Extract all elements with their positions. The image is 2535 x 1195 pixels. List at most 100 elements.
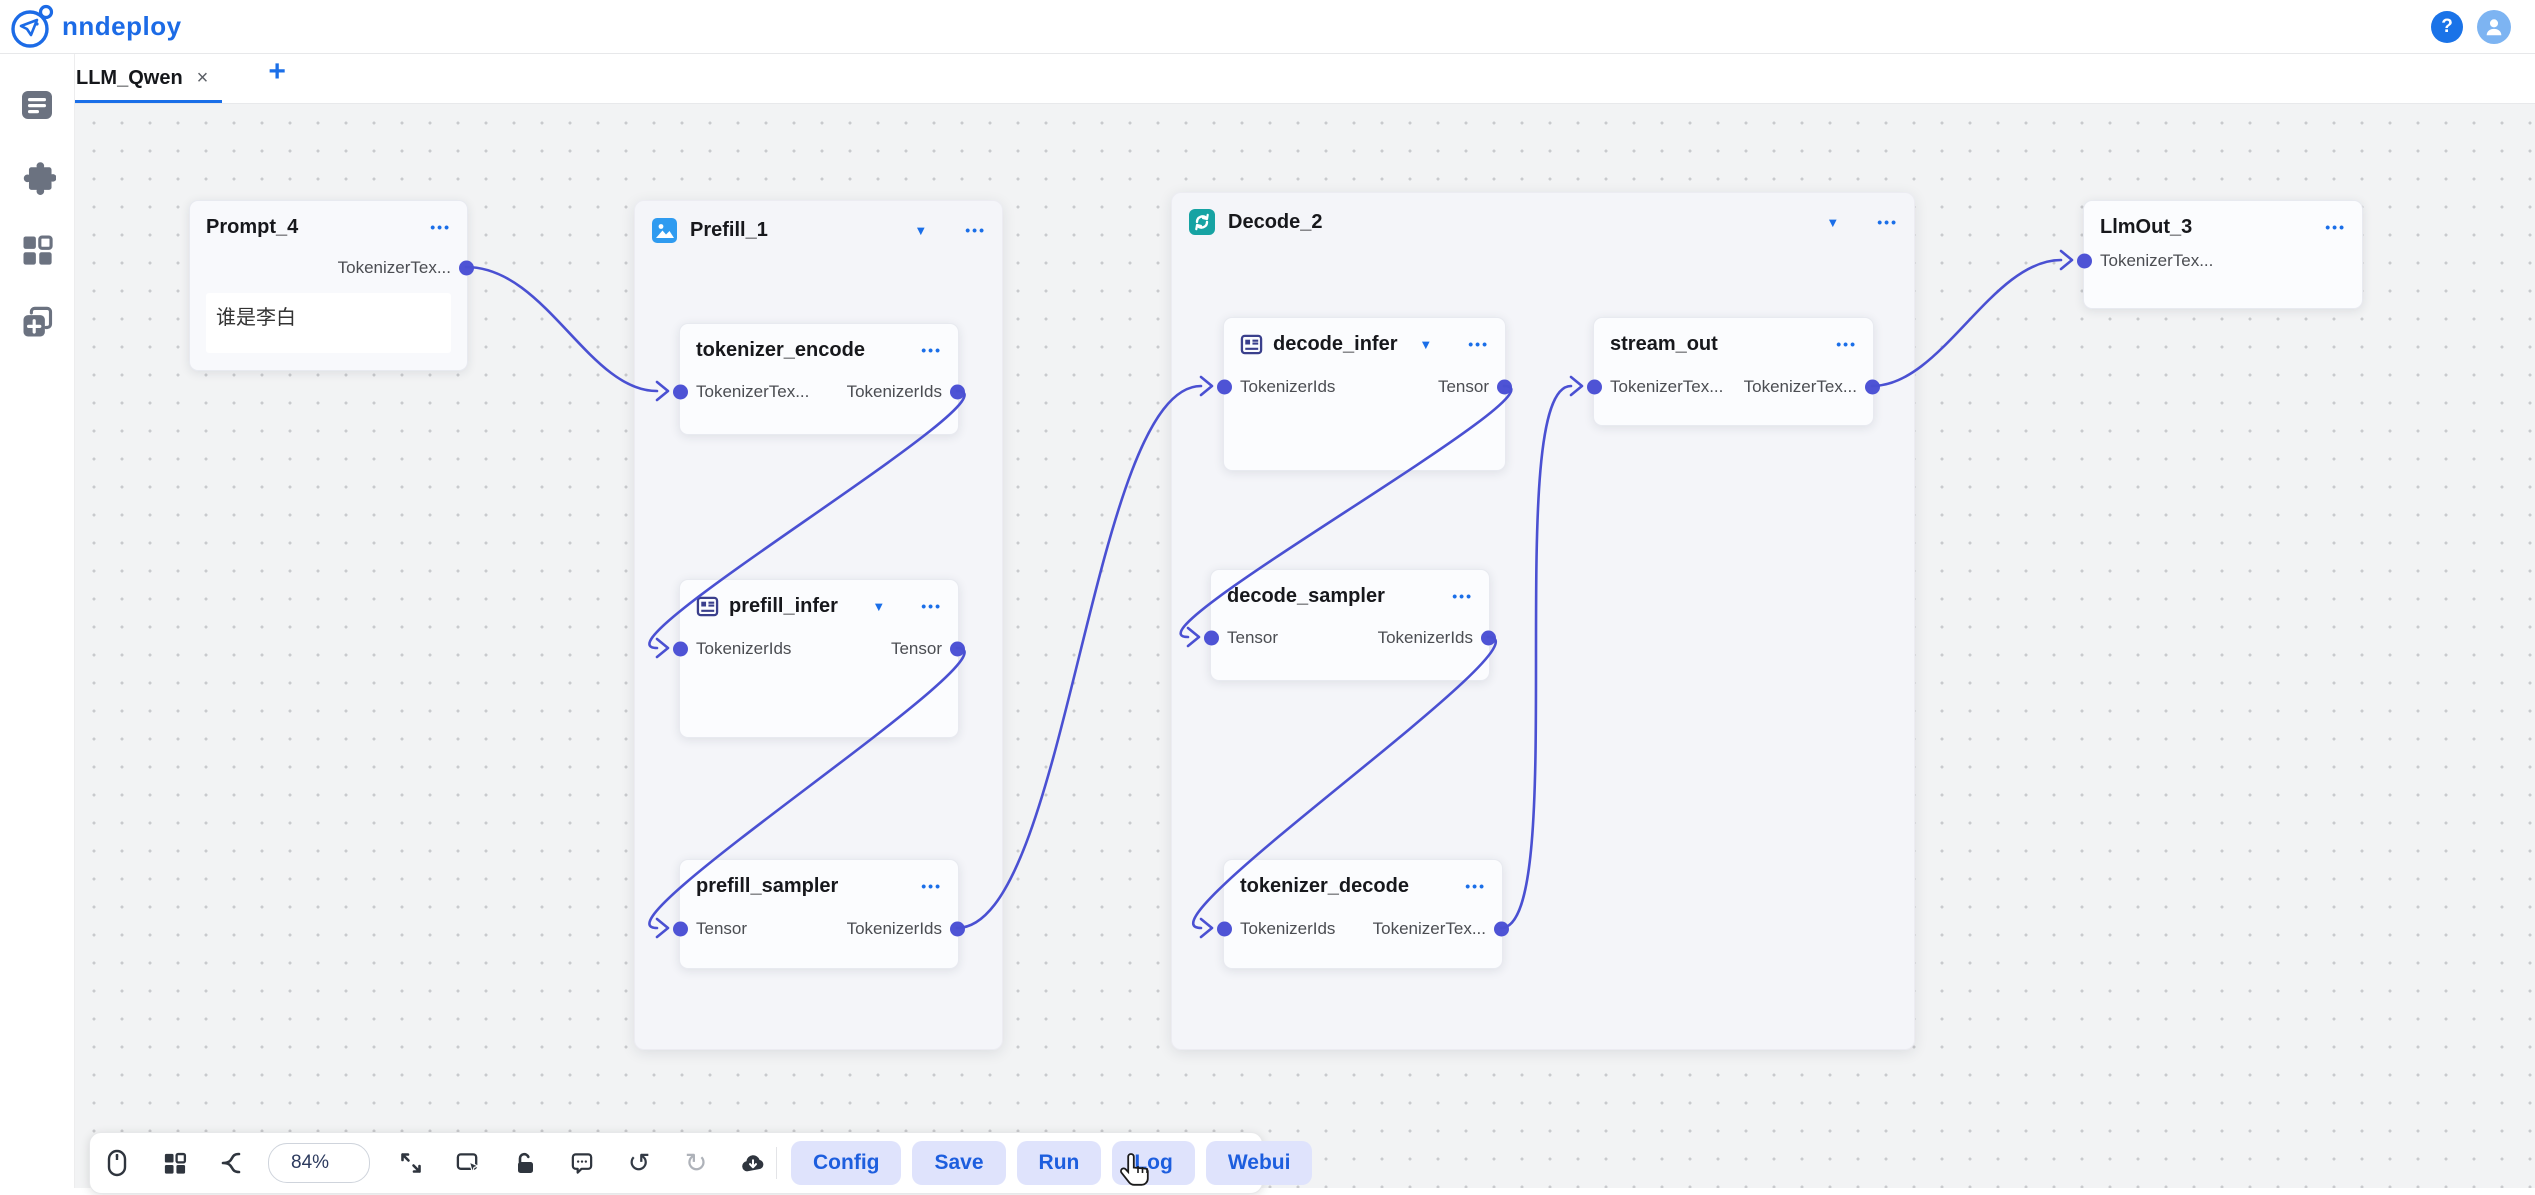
output-port-label: TokenizerTex...	[1743, 377, 1857, 396]
tab-close-icon[interactable]: ×	[196, 67, 209, 89]
mouse-mode-icon[interactable]	[104, 1149, 130, 1177]
output-port[interactable]	[1865, 379, 1880, 395]
node-title: LlmOut_3	[2100, 215, 2193, 238]
webui-button[interactable]: Webui	[1205, 1141, 1313, 1185]
group-menu-icon[interactable]: •••	[965, 222, 986, 238]
node-tokenizer-encode[interactable]: tokenizer_encode ••• TokenizerTex... Tok…	[673, 323, 965, 435]
inference-form-icon	[1240, 333, 1263, 356]
node-menu-icon[interactable]: •••	[1465, 878, 1486, 894]
bottom-toolbar: ↺ ↻ Config Save Run Log Webui	[89, 1132, 1313, 1194]
node-stream-out[interactable]: stream_out ••• TokenizerTex... Tokenizer…	[1587, 317, 1880, 426]
output-port[interactable]	[950, 641, 965, 657]
node-prefill-sampler[interactable]: prefill_sampler ••• Tensor TokenizerIds	[673, 859, 965, 969]
output-port-label: Tensor	[1437, 377, 1489, 396]
workflow-list-icon[interactable]	[0, 81, 74, 129]
run-button[interactable]: Run	[1016, 1141, 1102, 1185]
redo-icon[interactable]: ↻	[684, 1147, 708, 1178]
nndeploy-logo-icon	[8, 3, 54, 51]
add-tab-button[interactable]: +	[268, 55, 286, 88]
output-port[interactable]	[950, 384, 965, 400]
fit-view-icon[interactable]	[398, 1149, 424, 1177]
node-title: stream_out	[1610, 332, 1718, 355]
undo-icon[interactable]: ↺	[627, 1147, 651, 1178]
tab-bar: LLM_Qwen × +	[68, 53, 2535, 104]
prompt-text-field[interactable]: 谁是李白	[206, 293, 451, 353]
input-port-label: TokenizerTex...	[2100, 251, 2214, 270]
input-port-label: TokenizerIds	[1240, 377, 1336, 396]
output-port[interactable]	[1481, 630, 1496, 646]
node-prefill-infer[interactable]: prefill_infer ▼ ••• TokenizerIds Tensor	[673, 579, 965, 738]
input-port-label: Tensor	[1227, 628, 1279, 647]
node-title: prefill_infer	[729, 594, 838, 617]
cloud-download-icon[interactable]	[740, 1149, 766, 1177]
node-repository-grid-icon[interactable]	[0, 226, 74, 274]
input-port[interactable]	[673, 641, 688, 657]
loop-icon	[1188, 208, 1216, 236]
output-port-label: TokenizerTex...	[1372, 919, 1486, 938]
output-port[interactable]	[950, 921, 965, 937]
node-menu-icon[interactable]: •••	[921, 598, 942, 614]
node-menu-icon[interactable]: •••	[430, 219, 451, 235]
input-port[interactable]	[1204, 630, 1219, 646]
input-port[interactable]	[2077, 253, 2092, 269]
node-llmout-3[interactable]: LlmOut_3 ••• TokenizerTex...	[2077, 200, 2363, 309]
input-port[interactable]	[1587, 379, 1602, 395]
input-port[interactable]	[1217, 921, 1232, 937]
flow-branch-icon[interactable]	[218, 1149, 244, 1177]
output-port-label: Tensor	[890, 639, 942, 658]
select-area-icon[interactable]	[455, 1149, 481, 1177]
node-decode-infer[interactable]: decode_infer ▼ ••• TokenizerIds Tensor	[1217, 317, 1512, 471]
output-port[interactable]	[1497, 379, 1512, 395]
node-decode-sampler[interactable]: decode_sampler ••• Tensor TokenizerIds	[1204, 569, 1496, 681]
plugin-puzzle-icon[interactable]	[0, 155, 74, 203]
app-header: nndeploy ?	[0, 0, 2535, 54]
collapse-caret-icon[interactable]: ▼	[1826, 214, 1840, 230]
node-tokenizer-decode[interactable]: tokenizer_decode ••• TokenizerIds Tokeni…	[1217, 859, 1509, 969]
output-port-label: TokenizerIds	[846, 919, 942, 938]
input-port-label: TokenizerTex...	[1610, 377, 1724, 396]
tab-llm-qwen[interactable]: LLM_Qwen ×	[68, 53, 226, 103]
input-port[interactable]	[1217, 379, 1232, 395]
node-menu-icon[interactable]: •••	[921, 342, 942, 358]
header-actions: ?	[2431, 9, 2535, 44]
output-port-label: TokenizerIds	[846, 382, 942, 401]
log-button[interactable]: Log	[1112, 1141, 1195, 1185]
node-menu-icon[interactable]: •••	[2325, 219, 2346, 235]
node-title: decode_infer	[1273, 332, 1398, 355]
input-port-label: TokenizerIds	[696, 639, 792, 658]
node-title: Prompt_4	[206, 215, 299, 238]
config-button[interactable]: Config	[791, 1141, 902, 1185]
input-port-label: TokenizerIds	[1240, 919, 1336, 938]
comment-icon[interactable]	[569, 1149, 595, 1177]
node-menu-icon[interactable]: •••	[1836, 336, 1857, 352]
collapse-caret-icon[interactable]: ▼	[1419, 336, 1433, 352]
tab-active-underline	[68, 100, 223, 103]
zoom-level-input[interactable]	[289, 1151, 363, 1175]
collapse-caret-icon[interactable]: ▼	[872, 598, 886, 614]
group-title: Decode_2	[1228, 210, 1323, 233]
group-header: Decode_2 ▼ •••	[1188, 205, 1898, 239]
group-menu-icon[interactable]: •••	[1877, 214, 1898, 230]
node-prompt-4[interactable]: Prompt_4 ••• TokenizerTex... 谁是李白	[189, 200, 474, 371]
node-menu-icon[interactable]: •••	[921, 878, 942, 894]
zoom-level-pill	[268, 1143, 370, 1183]
image-icon	[651, 217, 678, 244]
save-button[interactable]: Save	[912, 1141, 1006, 1185]
input-port-label: TokenizerTex...	[696, 382, 810, 401]
node-title: tokenizer_encode	[696, 338, 865, 361]
output-port[interactable]	[459, 260, 474, 276]
help-button[interactable]: ?	[2431, 10, 2463, 43]
new-canvas-icon[interactable]	[0, 299, 74, 347]
input-port[interactable]	[673, 384, 688, 400]
collapse-caret-icon[interactable]: ▼	[914, 222, 928, 238]
inference-form-icon	[696, 595, 719, 618]
group-header: Prefill_1 ▼ •••	[651, 213, 986, 247]
node-menu-icon[interactable]: •••	[1452, 588, 1473, 604]
layout-grid-icon[interactable]	[161, 1149, 187, 1177]
output-port[interactable]	[1494, 921, 1509, 937]
input-port-label: Tensor	[696, 919, 748, 938]
node-menu-icon[interactable]: •••	[1468, 336, 1489, 352]
lock-icon[interactable]	[512, 1149, 538, 1177]
input-port[interactable]	[673, 921, 688, 937]
user-avatar[interactable]	[2477, 9, 2511, 44]
